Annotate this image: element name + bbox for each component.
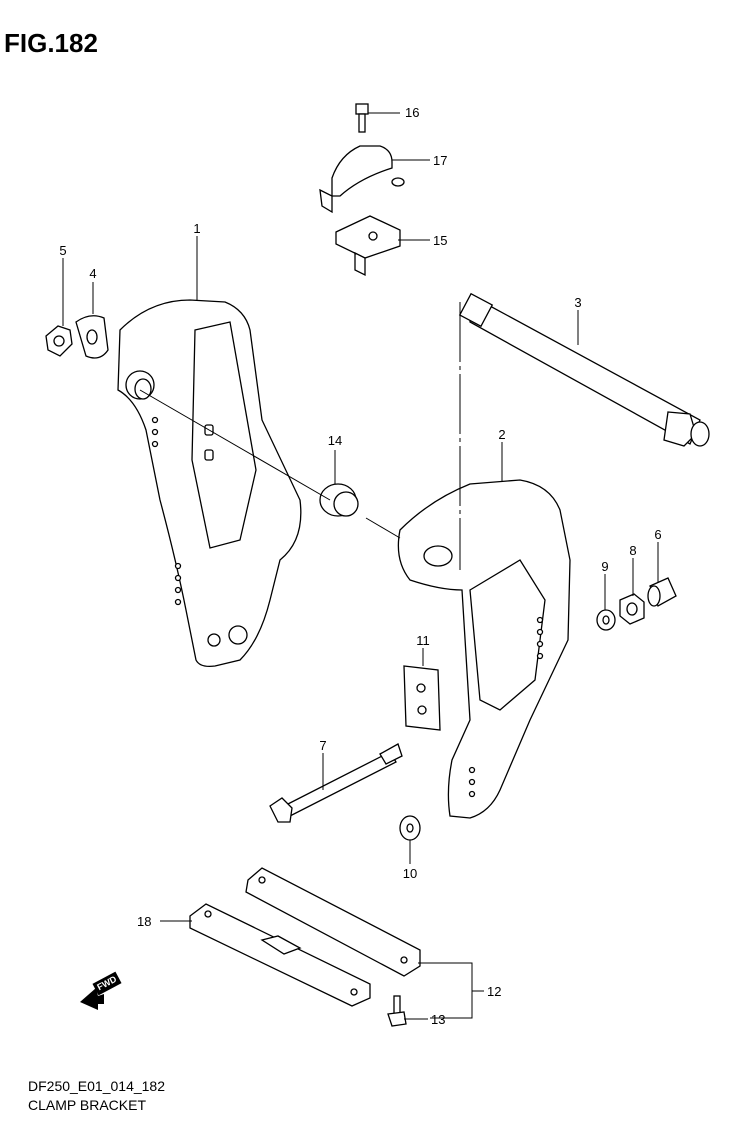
callout-1: 1 [193,221,201,236]
callout-11: 11 [416,633,430,648]
callout-15: 15 [433,233,448,248]
part-2-clamp-bracket[interactable] [397,479,571,819]
adjust-holes [468,616,544,798]
callout-4: 4 [89,266,97,281]
callout-17: 17 [433,153,448,168]
callout-10: 10 [402,866,418,881]
part-18-plate[interactable] [189,903,371,1007]
part-5-nut[interactable] [45,325,73,357]
leader-lines [62,112,659,1020]
part-9-washer[interactable] [596,609,616,631]
part-11-plate[interactable] [403,665,441,731]
callout-8: 8 [629,543,637,558]
callout-2: 2 [498,427,506,442]
callout-7: 7 [319,738,327,753]
diagram-code: DF250_E01_014_182 [28,1078,166,1094]
part-12-anode-plate[interactable] [245,867,421,977]
part-1-clamp-bracket[interactable] [117,299,302,668]
fwd-direction-arrow [80,988,104,1010]
callout-6: 6 [654,527,662,542]
part-10-washer[interactable] [399,815,421,841]
callout-3: 3 [574,295,582,310]
part-7-bolt[interactable] [269,743,403,823]
callout-13: 13 [431,1012,446,1027]
callout-18: 18 [137,914,152,929]
callout-14: 14 [327,433,343,448]
adjust-holes [151,416,182,606]
part-14-bushing[interactable] [319,483,359,517]
part-8-nut[interactable] [619,593,645,625]
part-17-cover[interactable] [319,145,405,214]
part-13-bolt[interactable] [387,995,407,1027]
callout-5: 5 [59,243,67,258]
callout-12: 12 [487,984,502,999]
callout-16: 16 [405,105,420,120]
part-15-plate[interactable] [335,215,401,277]
part-3-tilt-shaft[interactable] [458,292,710,447]
figure-title: FIG.182 [4,28,98,58]
part-6-cap[interactable] [647,577,677,607]
part-16-bolt[interactable] [355,103,369,133]
diagram-name: CLAMP BRACKET [28,1097,146,1113]
part-4-washer[interactable] [75,315,109,359]
callout-9: 9 [601,559,609,574]
